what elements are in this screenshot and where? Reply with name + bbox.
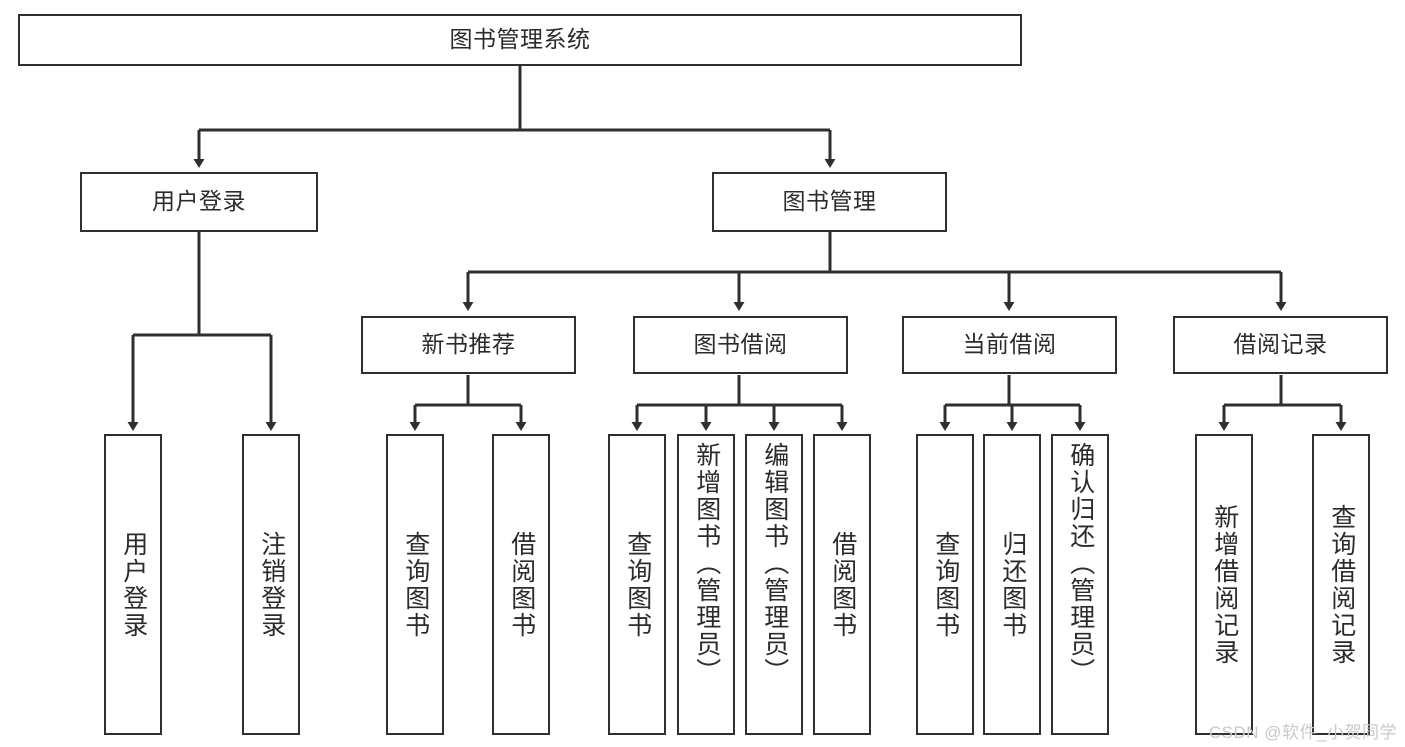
leaf-newbook-query-book[interactable]: 查询图书: [386, 434, 444, 735]
node-label: 用户登录: [119, 530, 148, 639]
node-borrow-record[interactable]: 借阅记录: [1173, 316, 1388, 374]
csdn-watermark: CSDN @软件_小贺同学: [1208, 723, 1397, 742]
leaf-newbook-borrow-book[interactable]: 借阅图书: [492, 434, 550, 735]
leaf-record-query-record[interactable]: 查询借阅记录: [1312, 434, 1370, 735]
leaf-user-logout[interactable]: 注销登录: [242, 434, 300, 735]
leaf-record-add-record[interactable]: 新增借阅记录: [1195, 434, 1253, 735]
node-root-system[interactable]: 图书管理系统: [18, 14, 1022, 66]
node-label: 编辑图书（管理员）: [760, 442, 789, 685]
node-book-management[interactable]: 图书管理: [712, 172, 947, 232]
leaf-user-login-action[interactable]: 用户登录: [104, 434, 162, 735]
node-label: 查询图书: [931, 530, 960, 639]
leaf-borrow-borrow-book[interactable]: 借阅图书: [813, 434, 871, 735]
node-label: 查询图书: [623, 530, 652, 639]
node-label: 当前借阅: [962, 331, 1057, 358]
leaf-borrow-add-book-admin[interactable]: 新增图书（管理员）: [677, 434, 735, 735]
leaf-borrow-query-book[interactable]: 查询图书: [608, 434, 666, 735]
node-label: 新增图书（管理员）: [692, 442, 721, 685]
node-label: 借阅记录: [1233, 331, 1328, 358]
node-current-borrow[interactable]: 当前借阅: [902, 316, 1117, 374]
leaf-current-query-book[interactable]: 查询图书: [916, 434, 974, 735]
leaf-current-return-book[interactable]: 归还图书: [983, 434, 1041, 735]
node-book-borrow[interactable]: 图书借阅: [633, 316, 848, 374]
node-label: 图书管理: [782, 188, 877, 215]
leaf-borrow-edit-book-admin[interactable]: 编辑图书（管理员）: [745, 434, 803, 735]
node-label: 图书管理系统: [449, 26, 591, 53]
node-label: 确认归还（管理员）: [1066, 442, 1095, 685]
node-label: 借阅图书: [828, 530, 857, 639]
node-new-book-recommend[interactable]: 新书推荐: [361, 316, 576, 374]
node-label: 用户登录: [152, 188, 246, 215]
node-label: 归还图书: [998, 530, 1027, 639]
leaf-current-confirm-return-admin[interactable]: 确认归还（管理员）: [1051, 434, 1109, 735]
node-label: 新书推荐: [421, 331, 516, 358]
node-label: 图书借阅: [693, 331, 788, 358]
node-label: 查询图书: [401, 530, 430, 639]
node-label: 注销登录: [257, 530, 286, 639]
node-label: 查询借阅记录: [1327, 503, 1356, 666]
node-label: 新增借阅记录: [1210, 503, 1239, 666]
node-label: 借阅图书: [507, 530, 536, 639]
node-user-login[interactable]: 用户登录: [80, 172, 318, 232]
